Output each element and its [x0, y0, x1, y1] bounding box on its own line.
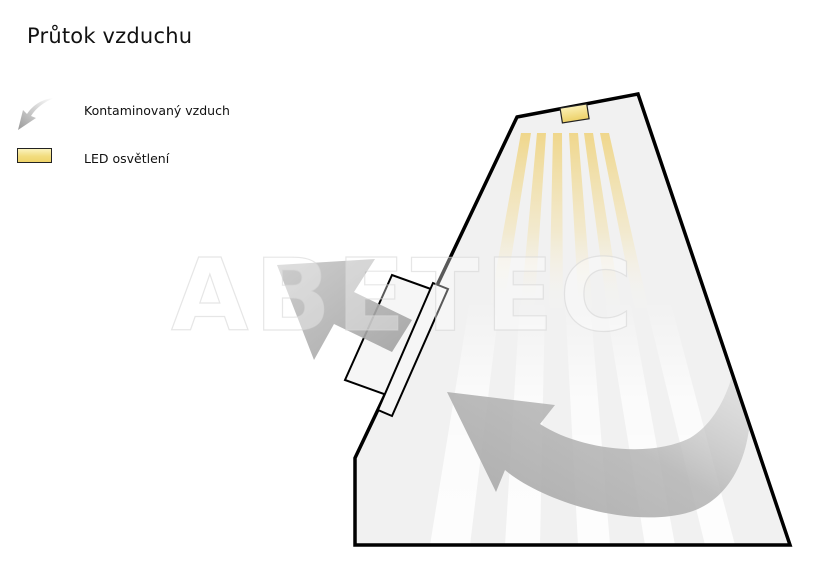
led-beam	[520, 133, 546, 315]
led-beam	[489, 133, 531, 310]
watermark: ABETEC	[171, 237, 639, 354]
led-beam	[584, 133, 622, 315]
recirculating-air-arrow	[447, 336, 751, 518]
outgoing-air-arrow	[277, 259, 412, 360]
led-light-fixture	[559, 103, 590, 124]
light-beams	[430, 133, 751, 545]
curved-arrow-icon	[18, 98, 54, 130]
legend-label-led-lighting: LED osvětlení	[84, 151, 170, 166]
led-beam	[549, 133, 563, 315]
led-strip-icon	[17, 148, 52, 163]
page-title: Průtok vzduchu	[27, 24, 193, 48]
legend-label-contaminated-air: Kontaminovaný vzduch	[84, 103, 230, 118]
led-beam	[569, 133, 593, 315]
led-beam	[600, 133, 650, 315]
